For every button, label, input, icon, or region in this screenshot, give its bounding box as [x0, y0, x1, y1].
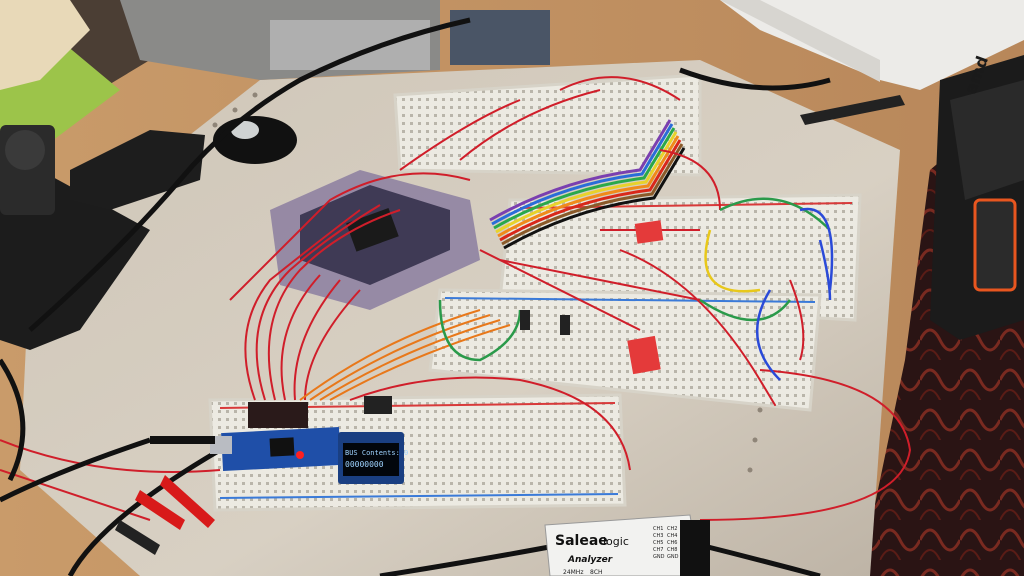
paper-perforation: [212, 92, 763, 473]
analyzer-pin-ch5: CH5: [653, 540, 663, 546]
analyzer-pin-ch6: CH6: [667, 540, 677, 546]
analyzer-brand-suffix: logic: [603, 535, 629, 548]
pillow: [0, 0, 90, 90]
keyboard-orange-key: [973, 198, 1017, 292]
ic-tray: [450, 10, 550, 65]
orange-wires: [299, 309, 511, 401]
keyboard-keys: [950, 80, 1024, 200]
clear-bin: [270, 20, 430, 70]
arduino-led: [296, 451, 304, 459]
analyzer-pin-ch3: CH3: [653, 533, 663, 539]
analyzer-pin-gnd-right: GND: [667, 554, 679, 560]
analyzer-pin-ch4: CH4: [667, 533, 677, 539]
alligator-clips: [115, 475, 215, 555]
analyzer-subtitle: Analyzer: [567, 555, 613, 565]
color-wires: [438, 197, 834, 381]
pen: [800, 95, 905, 125]
breadboard-right: [498, 193, 862, 322]
book-spine: [720, 0, 880, 82]
usb-hub: [213, 116, 297, 164]
black-cables: [0, 17, 831, 576]
dip-switch-1: [634, 220, 664, 244]
analyzer-pin-ch1: CH1: [653, 526, 663, 532]
ribbon-cable: [489, 119, 686, 250]
oled-screen: [343, 443, 399, 476]
analyzer-pin-ch7: CH7: [653, 547, 663, 553]
arduino-chip: [269, 437, 295, 457]
analyzer-pin-gnd-left: GND: [653, 554, 665, 560]
stand-knob: [5, 130, 45, 170]
mini-usb-port: [210, 436, 232, 454]
oled-line-1: BUS Contents: 0: [345, 449, 408, 457]
header-pins: [248, 310, 570, 428]
analyzer-pin-ch8: CH8: [667, 547, 677, 553]
logic-analyzer: Saleae logic Analyzer 24MHz 8CH CH1 CH3 …: [544, 514, 710, 576]
analyzer-pin-ch2: CH2: [667, 526, 677, 532]
analyzer-rate: 24MHz: [563, 569, 583, 576]
analyzer-channels: 8CH: [590, 569, 603, 576]
analyzer-brand: Saleae: [555, 533, 608, 549]
breadboard-bottom: [208, 393, 627, 512]
red-wires: [0, 76, 912, 521]
hard-drive-box: [70, 130, 205, 210]
oled-line-2: 00000000: [345, 460, 384, 469]
dip-switch-2: [627, 335, 661, 375]
